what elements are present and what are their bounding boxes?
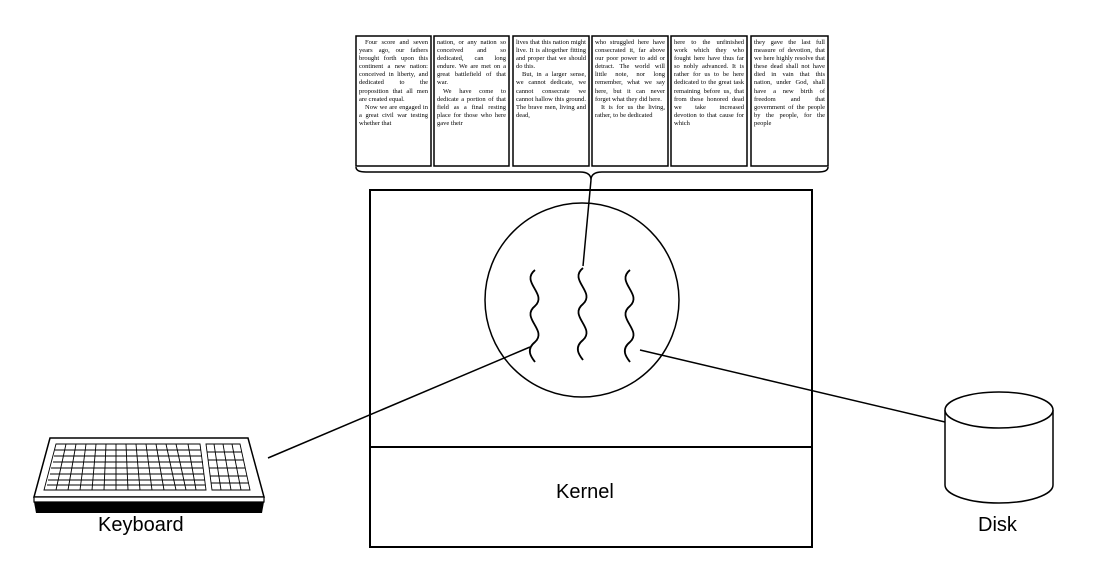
page-paragraph: It is for us the living, rather, to be d… xyxy=(595,103,665,119)
thread-squiggle-icon xyxy=(528,269,540,363)
threads xyxy=(528,267,635,363)
document-brace xyxy=(355,166,829,181)
page-paragraph: But, in a larger sense, we cannot dedica… xyxy=(516,71,586,119)
page-paragraph: Four score and seven years ago, our fath… xyxy=(359,39,428,103)
kernel-label: Kernel xyxy=(556,481,614,503)
page-column-1: Four score and seven years ago, our fath… xyxy=(359,39,428,164)
page-column-4: who struggled here have consecrated it, … xyxy=(595,39,665,164)
page-column-2: nation, or any nation so conceived and s… xyxy=(437,39,506,164)
page-box-4 xyxy=(591,35,669,167)
address-space-circle xyxy=(484,202,680,398)
disk-label: Disk xyxy=(978,514,1017,536)
page-paragraph: they gave the last full measure of devot… xyxy=(754,39,825,127)
brace-to-thread-line xyxy=(582,179,592,267)
page-box-3 xyxy=(512,35,590,167)
page-box-6 xyxy=(750,35,829,167)
thread-to-disk-line xyxy=(639,349,946,423)
page-box-5 xyxy=(670,35,748,167)
page-paragraph: nation, or any nation so conceived and s… xyxy=(437,39,506,87)
disk-icon xyxy=(944,391,1054,504)
page-column-6: they gave the last full measure of devot… xyxy=(754,39,825,164)
keyboard-icon xyxy=(33,437,265,513)
thread-squiggle-icon xyxy=(576,267,588,361)
page-paragraph: We have come to dedicate a portion of th… xyxy=(437,87,506,127)
page-box-1 xyxy=(355,35,432,167)
page-box-2 xyxy=(433,35,510,167)
page-paragraph: who struggled here have consecrated it, … xyxy=(595,39,665,103)
keyboard-label: Keyboard xyxy=(98,514,184,536)
connectors xyxy=(267,179,946,459)
page-column-3: lives that this nation might live. It is… xyxy=(516,39,586,164)
page-paragraph: lives that this nation might live. It is… xyxy=(516,39,586,71)
process-box xyxy=(369,189,813,548)
page-paragraph: here to the unfinished work which they w… xyxy=(674,39,744,127)
page-column-5: here to the unfinished work which they w… xyxy=(674,39,744,164)
document-pages xyxy=(355,35,829,167)
page-paragraph: Now we are engaged in a great civil war … xyxy=(359,103,428,127)
keyboard-to-thread-line xyxy=(267,346,531,459)
thread-squiggle-icon xyxy=(623,269,635,363)
